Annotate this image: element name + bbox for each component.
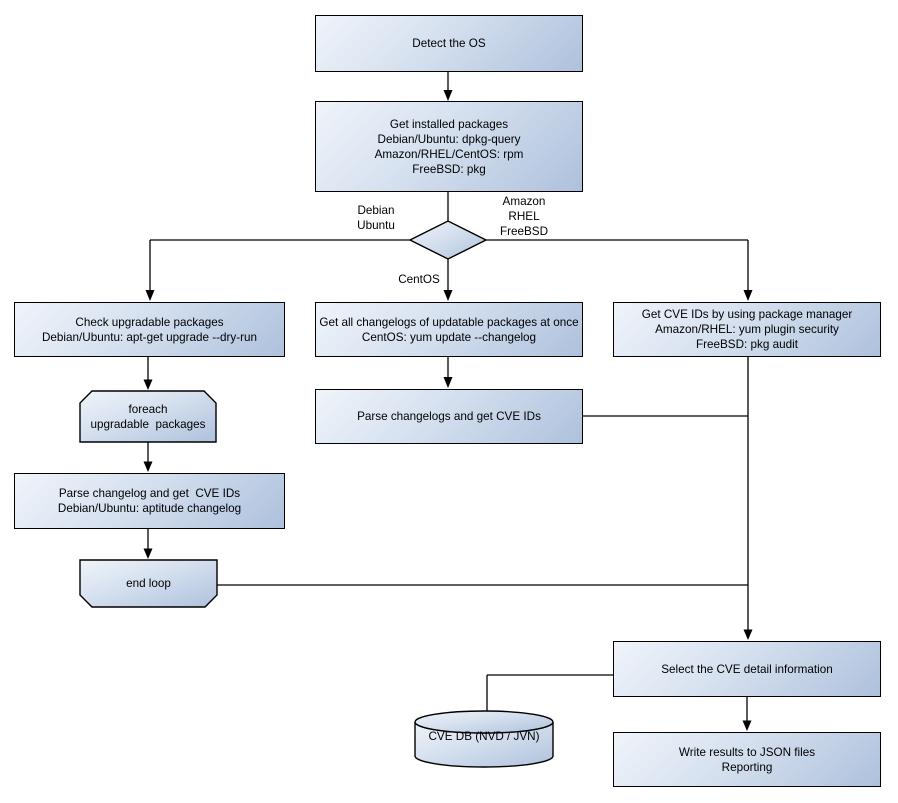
node-get-cve-ids-package-manager: Get CVE IDs by using package manager Ama… bbox=[613, 302, 881, 357]
node-parse-changelogs-get-cve-ids: Parse changelogs and get CVE IDs bbox=[315, 389, 583, 444]
foreach-loop-shape bbox=[79, 390, 217, 443]
edge-decision-down-branch bbox=[443, 259, 453, 301]
branch-label-debian-ubuntu: Debian Ubuntu bbox=[357, 204, 395, 232]
edge-select-to-write bbox=[742, 697, 752, 731]
edge-decision-left-branch bbox=[145, 239, 410, 301]
node-check-upgradable-packages: Check upgradable packages Debian/Ubuntu:… bbox=[14, 302, 285, 357]
branch-label-amazon-rhel-freebsd: Amazon RHEL FreeBSD bbox=[499, 195, 549, 238]
os-decision-diamond bbox=[408, 220, 488, 260]
branch-label-centos: CentOS bbox=[398, 273, 440, 286]
node-detect-os: Detect the OS bbox=[315, 15, 583, 72]
edge-foreach-to-parse bbox=[143, 442, 153, 472]
node-parse-changelog-debian: Parse changelog and get CVE IDs Debian/U… bbox=[14, 473, 285, 529]
edge-decision-right-branch bbox=[486, 239, 753, 301]
node-select-cve-detail: Select the CVE detail information bbox=[613, 641, 881, 697]
edge-changelogs-to-parse bbox=[443, 357, 453, 388]
node-get-all-changelogs: Get all changelogs of updatable packages… bbox=[315, 302, 583, 357]
cve-db-cylinder bbox=[414, 710, 554, 768]
end-loop-shape bbox=[79, 559, 218, 608]
edge-parse-to-endloop bbox=[143, 529, 153, 559]
edge-detect-to-installed bbox=[443, 72, 453, 101]
node-write-results-reporting: Write results to JSON files Reporting bbox=[613, 732, 881, 787]
edge-join-to-select bbox=[743, 357, 753, 640]
node-get-installed-packages: Get installed packages Debian/Ubuntu: dp… bbox=[315, 101, 583, 192]
edge-cvedb-to-select bbox=[486, 674, 613, 711]
edge-check-to-foreach bbox=[143, 357, 153, 390]
